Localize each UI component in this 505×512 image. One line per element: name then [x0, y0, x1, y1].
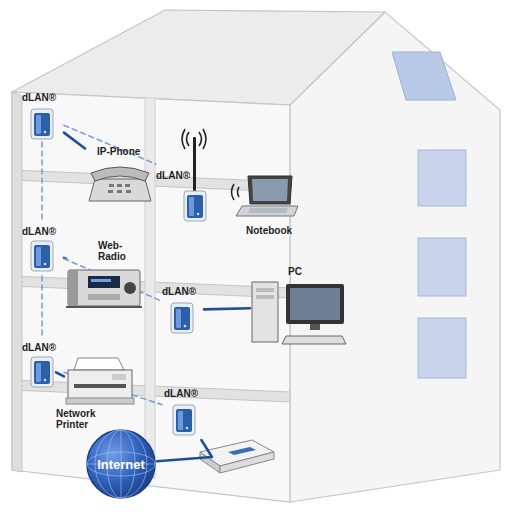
interior-back-wall	[12, 92, 290, 502]
notebook-device-art	[228, 172, 300, 222]
device-label: Notebook	[246, 225, 302, 236]
pc-device: PC	[250, 266, 350, 348]
skylight	[392, 52, 456, 100]
network-printer-device: Network Printer	[56, 356, 140, 432]
device-label: PC	[288, 266, 318, 277]
network-cable	[56, 372, 64, 376]
dlan-adapter-art	[172, 404, 196, 436]
internet-globe: Internet	[85, 428, 157, 500]
dlan-adapter: dLAN®	[160, 282, 204, 338]
device-label: dLAN®	[164, 388, 204, 399]
device-label: IP-Phone	[97, 146, 153, 157]
device-label: dLAN®	[22, 226, 62, 237]
notebook-device: Notebook	[228, 172, 303, 238]
dlan-wifi-adapter: dLAN®	[156, 128, 212, 224]
gable-wall	[290, 12, 500, 502]
powerline-link	[41, 276, 43, 338]
roof-slope	[12, 10, 385, 105]
ip-phone-device: IP-Phone	[85, 145, 155, 205]
device-label: Network Printer	[56, 408, 102, 430]
window	[418, 150, 466, 206]
network-cable	[157, 440, 212, 461]
web-radio-device: Web-Radio	[66, 240, 146, 310]
device-label: dLAN®	[22, 342, 62, 353]
device-label: dLAN®	[22, 92, 62, 103]
window	[418, 238, 466, 296]
network-cable	[64, 133, 85, 149]
window	[418, 318, 466, 378]
dlan-adapter-art	[30, 108, 54, 140]
dlan-adapter-art	[30, 240, 54, 272]
interior-wall	[145, 98, 155, 478]
dlan-adapter: dLAN®	[20, 222, 64, 276]
dlan-adapter-art	[30, 356, 54, 388]
device-label: dLAN®	[162, 286, 202, 297]
device-label: dLAN®	[156, 170, 188, 181]
dlan-adapter: dLAN®	[162, 384, 206, 440]
dlan-adapter: dLAN®	[20, 90, 64, 142]
pc-device-art	[250, 280, 348, 348]
network-cable	[204, 308, 250, 309]
side-wall	[12, 92, 22, 472]
ip-phone-device-art	[87, 159, 153, 203]
web-radio-device-art	[66, 266, 142, 308]
device-label: Internet	[85, 457, 157, 472]
powerline-link	[64, 125, 156, 164]
network-printer-device-art	[62, 356, 138, 406]
dlan-adapter-art	[170, 302, 194, 334]
powerline-link	[41, 142, 43, 222]
device-label: Web-Radio	[98, 240, 132, 262]
dlan-adapter: dLAN®	[20, 338, 64, 392]
